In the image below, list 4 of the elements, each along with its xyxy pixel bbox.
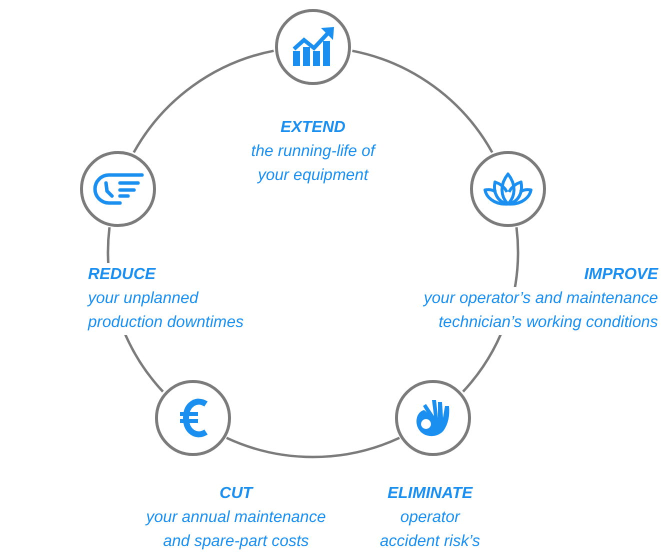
connector-arc (132, 50, 274, 154)
heading: REDUCE (88, 262, 156, 287)
connector-arc (226, 436, 400, 458)
connector-arc (352, 50, 494, 154)
